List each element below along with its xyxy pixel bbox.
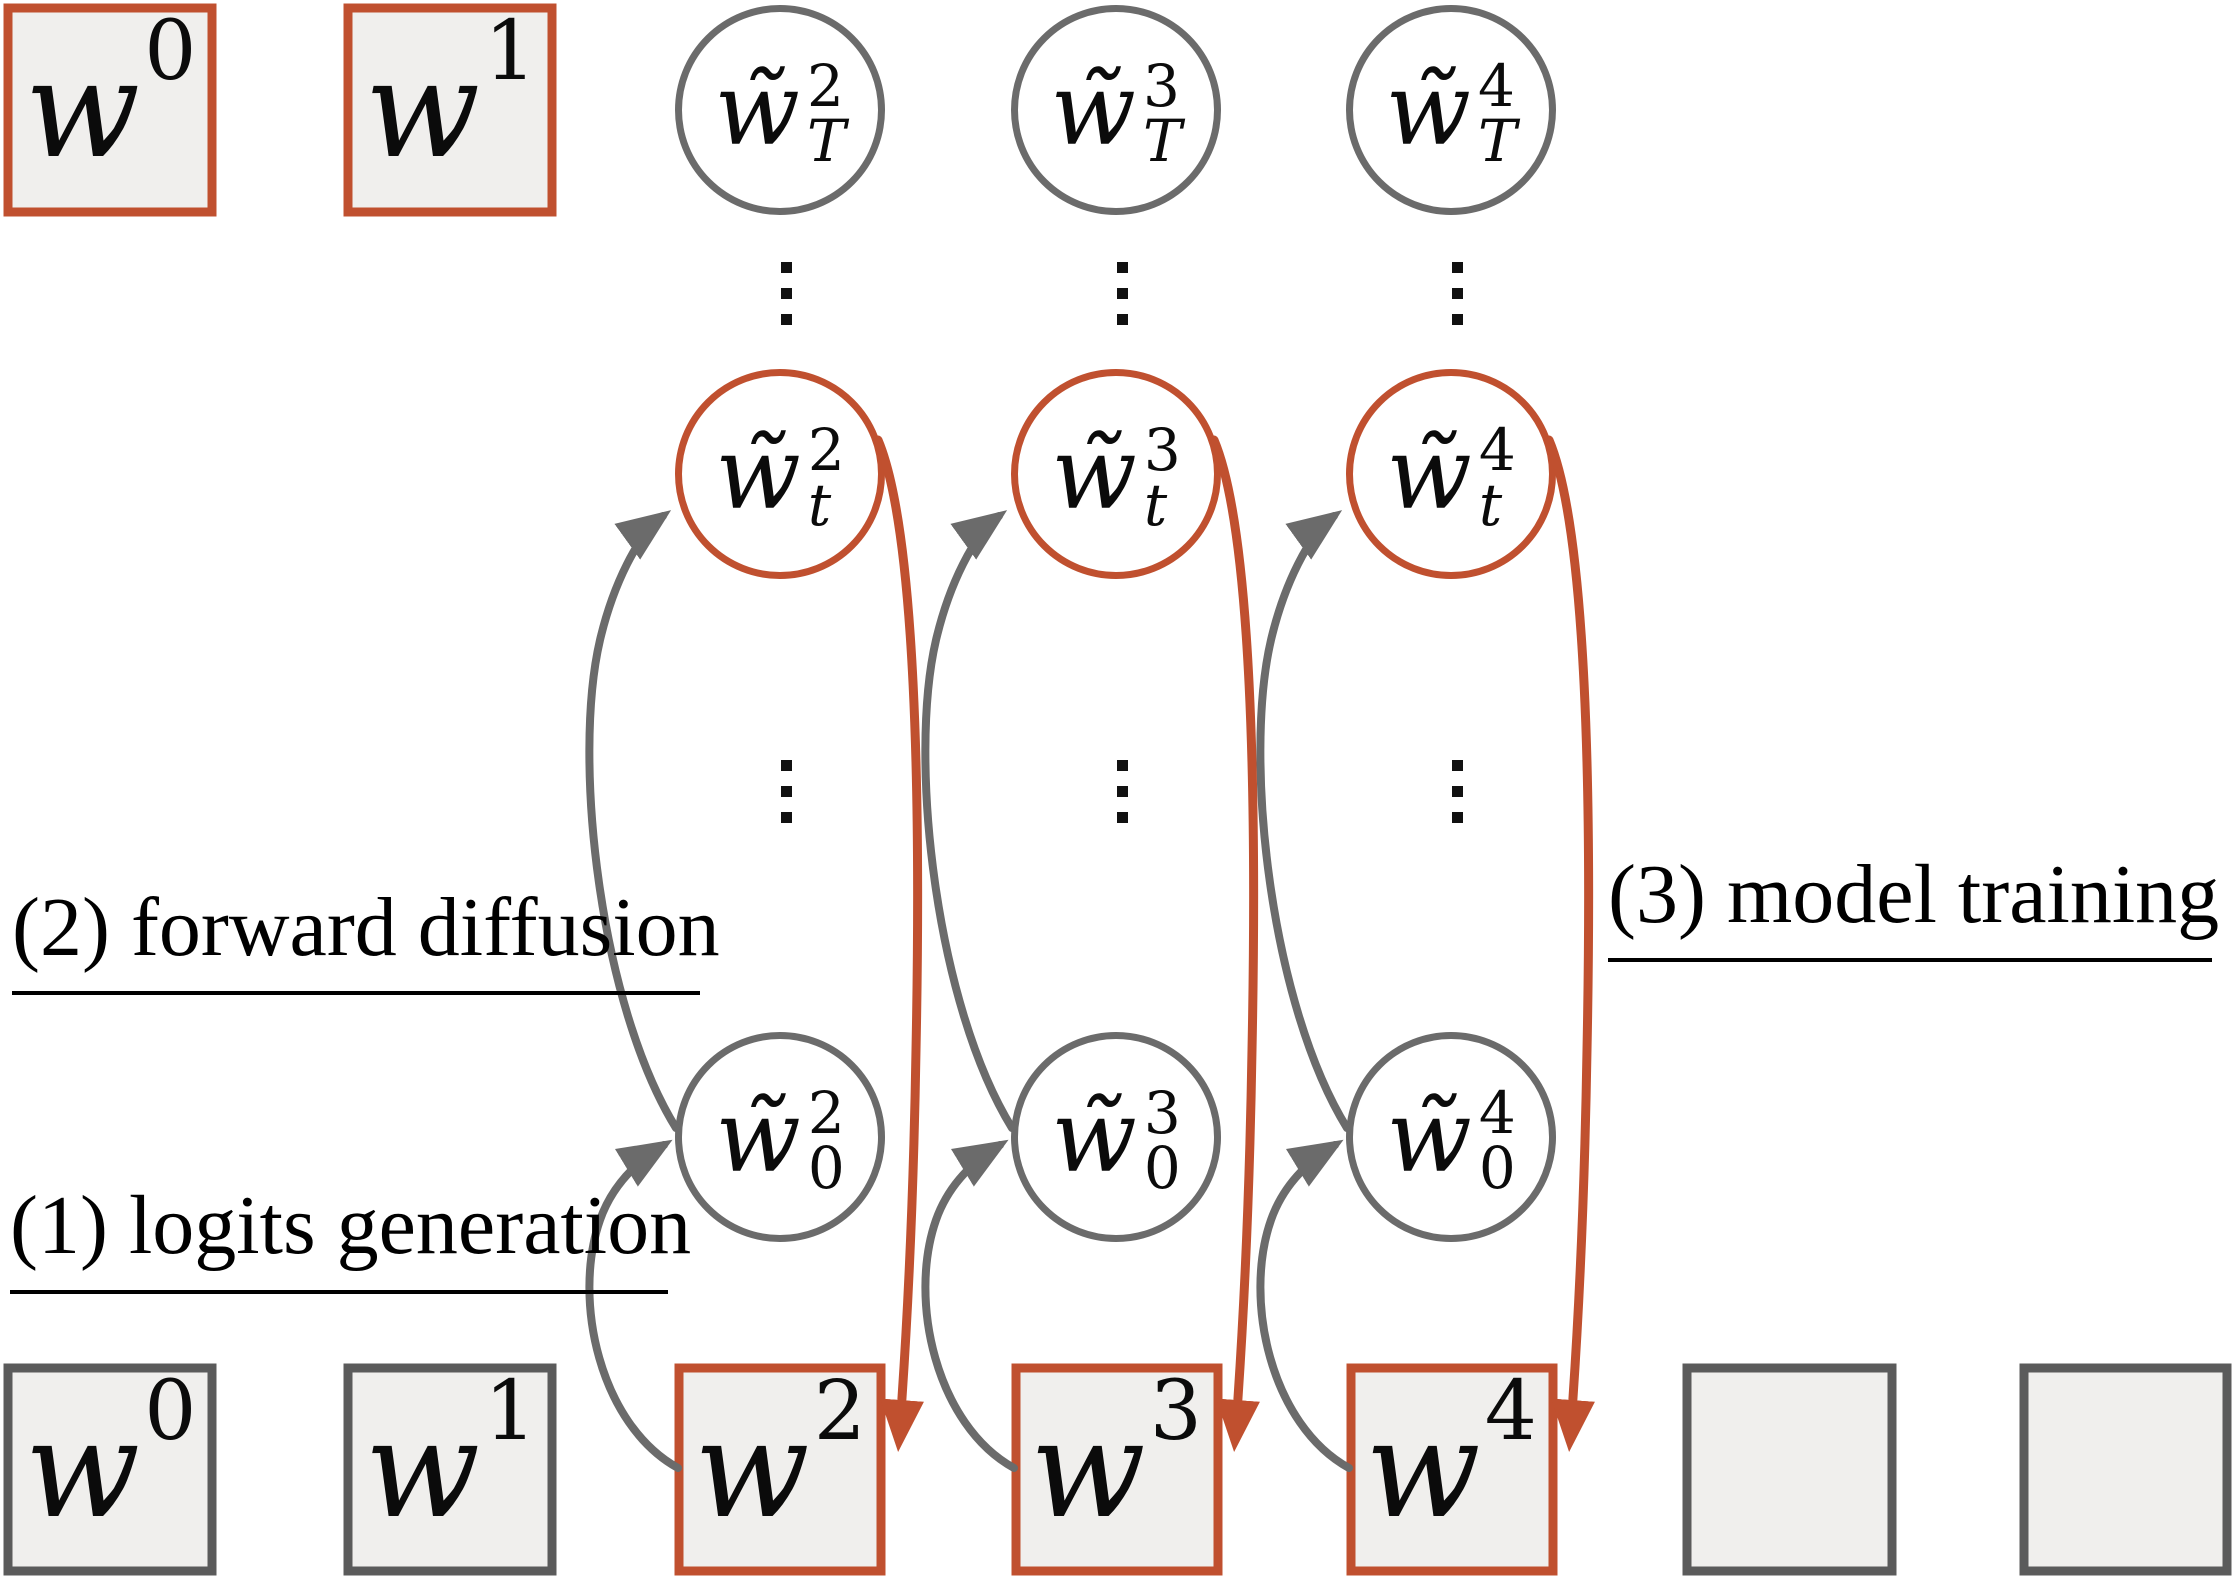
square-bottom-w2: [674, 1363, 886, 1576]
square-bottom-w0: [3, 1363, 217, 1576]
square-bottom-empty-2: [2019, 1363, 2232, 1576]
arrow-forward-diffusion-col4: [1256, 510, 1351, 1132]
arrow-logits-gen-col3: [921, 1139, 1018, 1472]
step-label-forward-diffusion: (2) forward diffusion: [12, 886, 720, 995]
circle-wtilde3-t: [1011, 369, 1221, 579]
step-label-model-training: (3) model training: [1608, 853, 2219, 962]
vdots-icon: [1117, 760, 1128, 823]
square-bottom-w1: [343, 1363, 557, 1576]
square-bottom-w4: [1346, 1363, 1558, 1576]
vdots-icon: [1452, 262, 1463, 325]
vdots-icon: [1452, 760, 1463, 823]
square-bottom-w3: [1011, 1363, 1223, 1576]
circle-wtilde2-t: [675, 369, 885, 579]
square-top-w1: [343, 3, 557, 217]
arrow-forward-diffusion-col2: [585, 510, 680, 1132]
arrow-model-training-col4: [1544, 435, 1595, 1452]
vdots-icon: [781, 760, 792, 823]
circle-wtilde3-T: [1011, 5, 1221, 215]
circle-wtilde4-0: [1346, 1032, 1556, 1242]
step-label-logits-generation: (1) logits generation: [10, 1184, 691, 1294]
circle-wtilde4-T: [1346, 5, 1556, 215]
square-bottom-empty-1: [1682, 1363, 1897, 1576]
arrow-model-training-col2: [873, 435, 924, 1452]
circle-wtilde4-t: [1346, 369, 1556, 579]
arrow-model-training-col3: [1209, 435, 1260, 1452]
circle-wtilde2-T: [675, 5, 885, 215]
vdots-icon: [781, 262, 792, 325]
square-top-w0: [3, 3, 217, 217]
arrow-logits-gen-col4: [1256, 1139, 1353, 1472]
arrow-forward-diffusion-col3: [921, 510, 1016, 1132]
circle-wtilde2-0: [675, 1032, 885, 1242]
arrow-logits-gen-col2: [585, 1139, 682, 1472]
vdots-icon: [1117, 262, 1128, 325]
circle-wtilde3-0: [1011, 1032, 1221, 1242]
